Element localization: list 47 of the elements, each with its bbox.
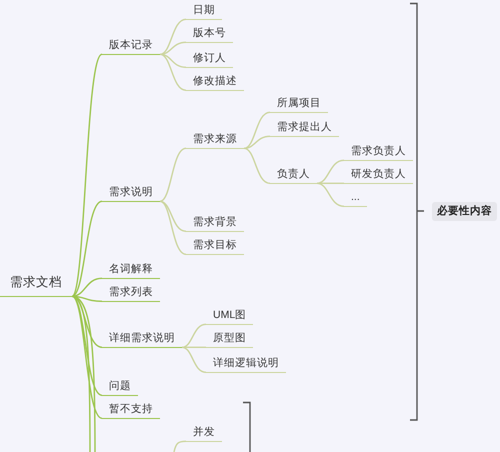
topic-label: 需求列表 (102, 285, 160, 302)
branch-line (173, 440, 186, 452)
topic-label: 详细需求说明 (102, 331, 182, 348)
topic-label: 需求目标 (186, 238, 244, 255)
branch-line (317, 182, 344, 184)
branch-line (182, 346, 206, 348)
topic-label: 原型图 (206, 331, 253, 348)
topic-label: 修改描述 (186, 74, 244, 91)
topic-label: 修订人 (186, 51, 233, 68)
topic-label: 问题 (102, 379, 138, 396)
branch-line (316, 160, 344, 184)
branch-line (72, 200, 102, 297)
branch-line (244, 148, 270, 184)
branch-line (182, 346, 206, 373)
topic-label: 日期 (186, 3, 222, 20)
topic-label: 需求说明 (102, 185, 160, 202)
topic-label: 需求提出人 (270, 120, 339, 137)
topic-label: 研发负责人 (344, 167, 413, 184)
topic-label: 详细逻辑说明 (206, 356, 286, 373)
branch-line (160, 200, 186, 232)
topic-label: 所属项目 (270, 96, 328, 113)
topic-label: 暂不支持 (102, 402, 160, 419)
branch-line (72, 278, 102, 297)
branch-line (72, 296, 102, 419)
branch-line (244, 112, 270, 149)
branch-line (160, 54, 186, 91)
branch-line (160, 54, 186, 68)
branch-line (160, 148, 186, 202)
branch-line (182, 324, 206, 348)
topic-label: 并发 (186, 425, 222, 442)
branch-line (72, 296, 91, 452)
topic-label: UML图 (206, 308, 254, 325)
central-topic: 需求文档 (0, 274, 72, 297)
branch-line (160, 18, 186, 55)
branch-line (160, 200, 186, 255)
branch-line (244, 136, 270, 149)
topic-label: 版本记录 (102, 38, 160, 55)
branch-line (71, 54, 103, 297)
topic-label: ... (344, 190, 367, 207)
topic-label: 负责人 (270, 167, 317, 184)
topic-label: 需求负责人 (344, 144, 413, 161)
topic-label: 版本号 (186, 26, 233, 43)
branch-line (316, 182, 344, 207)
topic-label: 需求来源 (186, 132, 244, 149)
summary-label: 必要性内容 (432, 202, 497, 221)
topic-label: 需求背景 (186, 215, 244, 232)
topic-label: 名词解释 (102, 262, 160, 279)
